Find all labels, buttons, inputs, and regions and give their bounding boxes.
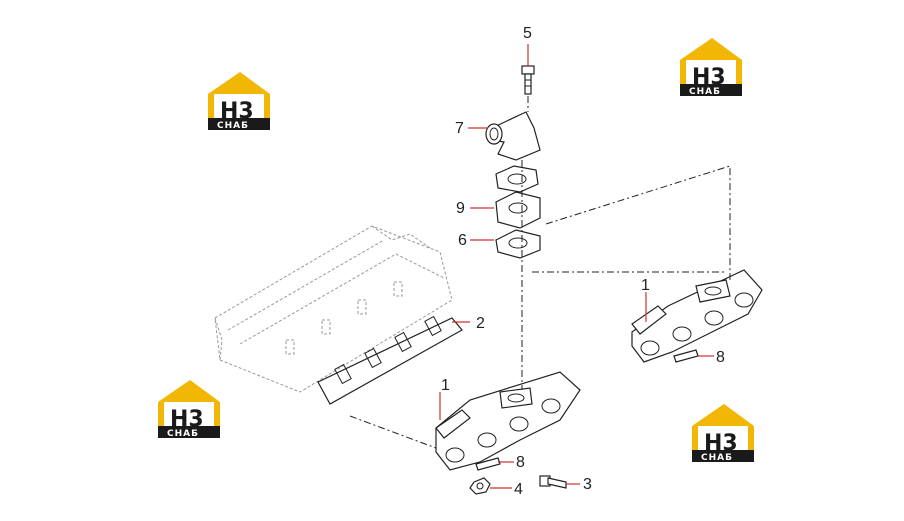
stud-right (673, 349, 699, 363)
manifold-gasket (317, 315, 463, 405)
callout-4: 4 (514, 481, 523, 498)
watermark-subtitle: CHAБ (701, 453, 733, 463)
flange-gasket-upper (495, 165, 539, 193)
callout-2: 2 (476, 315, 485, 332)
callout-5: 5 (523, 25, 532, 42)
watermark-logo: H3 CHAБ (692, 404, 754, 463)
flange-gasket-lower (495, 229, 541, 259)
watermark-logo: H3 CHAБ (208, 72, 270, 131)
callout-1-left: 1 (441, 377, 450, 394)
exhaust-elbow (485, 111, 541, 161)
callout-1-right: 1 (641, 277, 650, 294)
exhaust-manifold-installed (435, 371, 581, 471)
callout-8-right: 8 (716, 349, 725, 366)
watermark-subtitle: CHAБ (689, 87, 721, 97)
callout-7: 7 (455, 120, 464, 137)
watermark-logo: H3 CHAБ (680, 38, 742, 97)
exhaust-manifold-exploded (631, 269, 763, 363)
watermark-subtitle: CHAБ (217, 121, 249, 131)
bolt-bottom (539, 475, 567, 489)
leader-lines (439, 44, 714, 489)
assembly-lines (349, 96, 731, 449)
cylinder-head-outline (214, 225, 453, 393)
watermark-subtitle: CHAБ (167, 429, 199, 439)
stud-left (475, 457, 501, 471)
callout-3: 3 (583, 476, 592, 493)
callout-6: 6 (458, 232, 467, 249)
bolt-top (521, 65, 535, 95)
spacer-flange (495, 191, 541, 229)
callout-9: 9 (456, 200, 465, 217)
callout-8-left: 8 (516, 454, 525, 471)
watermark-logo: H3 CHAБ (158, 380, 220, 439)
nut (469, 477, 491, 495)
